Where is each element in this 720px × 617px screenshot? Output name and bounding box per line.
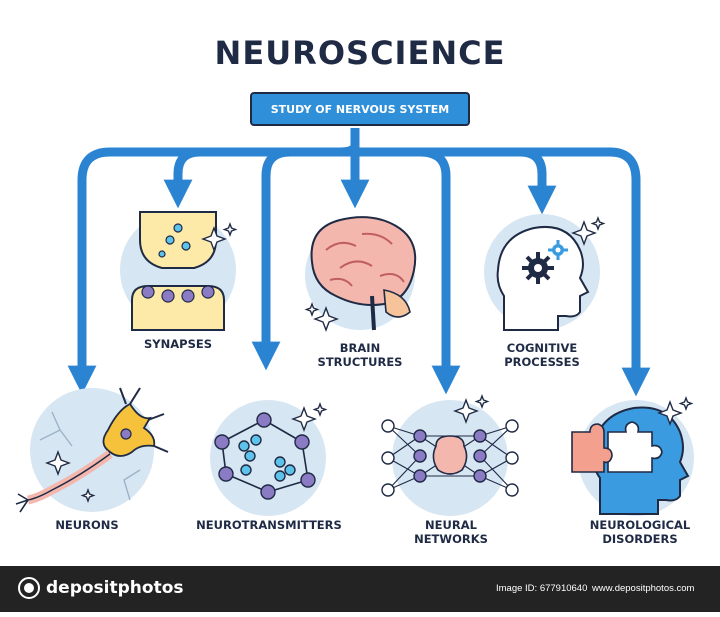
- sparkle-icon: [657, 396, 694, 426]
- label-neurons: NEURONS: [55, 518, 119, 532]
- molecule-icon: [210, 400, 326, 516]
- puzzle-head-icon: [571, 400, 694, 516]
- network-icon: [381, 400, 519, 516]
- synapse-icon: [120, 211, 236, 331]
- label-neural-networks: NEURAL NETWORKS: [414, 518, 488, 547]
- head-gear-icon: [484, 214, 600, 331]
- depositphotos-icon: [18, 577, 40, 599]
- site-url: www.depositphotos.com: [592, 583, 695, 594]
- sparkle-icon: [571, 216, 606, 246]
- diagram-title: NEUROSCIENCE: [214, 34, 506, 72]
- arrow-synapses: [163, 128, 360, 209]
- arrow-neurotransmitters: [251, 128, 360, 371]
- arrow-disorders: [350, 128, 651, 397]
- sparkle-icon: [453, 394, 490, 424]
- label-brain-structures: BRAIN STRUCTURES: [317, 341, 403, 370]
- watermark-footer: depositphotos Image ID: 677910640 www.de…: [0, 566, 720, 612]
- sparkle-icon: [291, 402, 328, 432]
- neuron-icon: [15, 387, 169, 513]
- connector-arrows: [67, 128, 651, 397]
- label-neurotransmitters: NEUROTRANSMITTERS: [196, 518, 342, 532]
- sparkle-icon: [304, 302, 339, 332]
- sparkle-icon: [45, 450, 96, 503]
- sparkle-icon: [201, 222, 238, 252]
- label-neurological-disorders: NEUROLOGICAL DISORDERS: [589, 518, 691, 547]
- label-synapses: SYNAPSES: [144, 337, 212, 351]
- label-cognitive-processes: COGNITIVE PROCESSES: [504, 341, 580, 370]
- brand-logo: depositphotos: [18, 577, 184, 599]
- brand-name: depositphotos: [46, 578, 184, 598]
- brain-icon: [305, 216, 417, 331]
- image-id: Image ID: 677910640: [496, 583, 588, 594]
- root-node: STUDY OF NERVOUS SYSTEM: [250, 92, 470, 126]
